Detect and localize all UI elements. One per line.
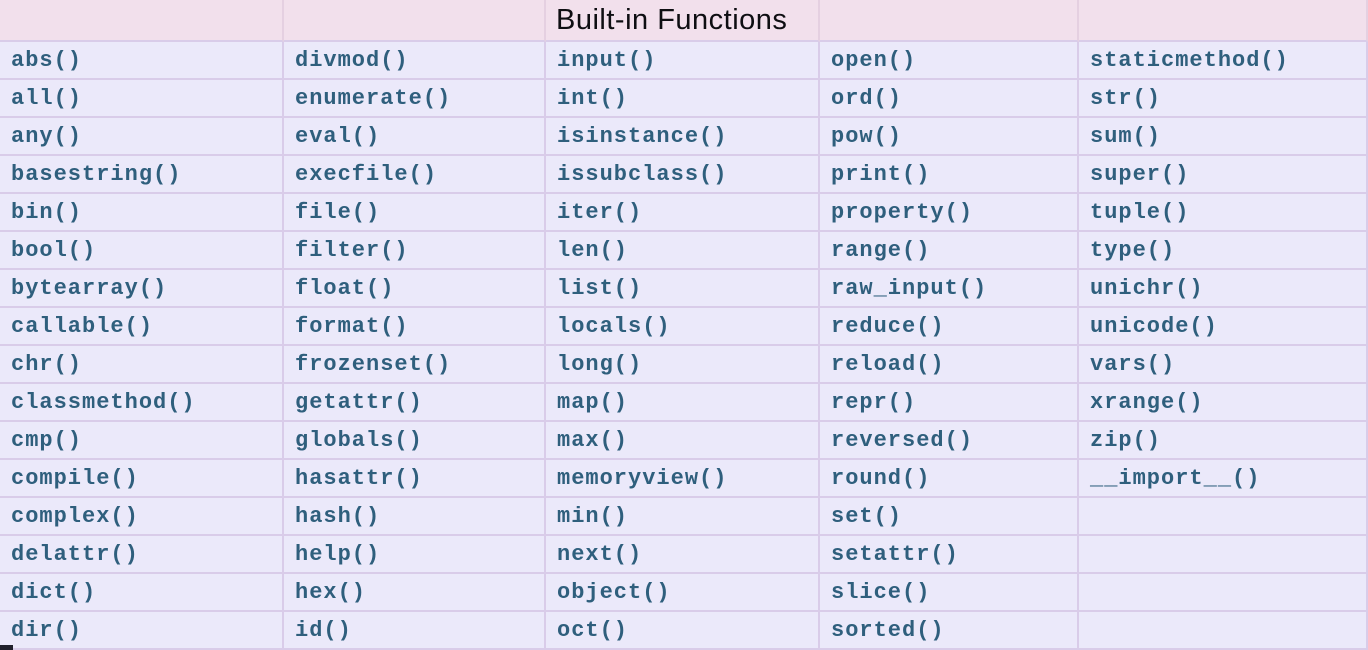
function-cell: range() <box>820 232 1079 270</box>
function-cell: unichr() <box>1079 270 1368 308</box>
function-cell: sorted() <box>820 612 1079 650</box>
function-cell: issubclass() <box>546 156 820 194</box>
function-cell: hash() <box>284 498 546 536</box>
bottom-left-dark-artifact <box>0 645 13 650</box>
function-cell: bin() <box>0 194 284 232</box>
function-cell: __import__() <box>1079 460 1368 498</box>
function-cell: complex() <box>0 498 284 536</box>
function-cell: set() <box>820 498 1079 536</box>
function-cell: int() <box>546 80 820 118</box>
function-cell: input() <box>546 42 820 80</box>
function-cell: bytearray() <box>0 270 284 308</box>
function-cell: reversed() <box>820 422 1079 460</box>
function-cell: sum() <box>1079 118 1368 156</box>
function-cell: hex() <box>284 574 546 612</box>
function-cell: frozenset() <box>284 346 546 384</box>
function-cell: len() <box>546 232 820 270</box>
function-cell: bool() <box>0 232 284 270</box>
function-cell: max() <box>546 422 820 460</box>
function-cell: raw_input() <box>820 270 1079 308</box>
function-cell: compile() <box>0 460 284 498</box>
function-cell: tuple() <box>1079 194 1368 232</box>
table-title: Built-in Functions <box>556 3 788 36</box>
function-cell: setattr() <box>820 536 1079 574</box>
function-cell: property() <box>820 194 1079 232</box>
function-cell: dict() <box>0 574 284 612</box>
function-cell: any() <box>0 118 284 156</box>
function-cell: callable() <box>0 308 284 346</box>
function-cell: eval() <box>284 118 546 156</box>
function-cell: zip() <box>1079 422 1368 460</box>
function-cell: globals() <box>284 422 546 460</box>
function-cell: divmod() <box>284 42 546 80</box>
function-cell: hasattr() <box>284 460 546 498</box>
function-cell: getattr() <box>284 384 546 422</box>
function-cell <box>1079 536 1368 574</box>
function-cell: reduce() <box>820 308 1079 346</box>
function-cell: help() <box>284 536 546 574</box>
function-cell: print() <box>820 156 1079 194</box>
function-cell: memoryview() <box>546 460 820 498</box>
header-cell-5 <box>1079 0 1368 42</box>
function-cell: super() <box>1079 156 1368 194</box>
function-cell: locals() <box>546 308 820 346</box>
function-cell: classmethod() <box>0 384 284 422</box>
function-cell: enumerate() <box>284 80 546 118</box>
function-cell: slice() <box>820 574 1079 612</box>
function-cell: abs() <box>0 42 284 80</box>
function-cell: id() <box>284 612 546 650</box>
function-cell: type() <box>1079 232 1368 270</box>
function-cell: vars() <box>1079 346 1368 384</box>
function-cell: map() <box>546 384 820 422</box>
function-cell: all() <box>0 80 284 118</box>
function-cell: staticmethod() <box>1079 42 1368 80</box>
function-cell: basestring() <box>0 156 284 194</box>
header-cell-1 <box>0 0 284 42</box>
function-cell: open() <box>820 42 1079 80</box>
function-cell: pow() <box>820 118 1079 156</box>
function-cell: repr() <box>820 384 1079 422</box>
function-cell: ord() <box>820 80 1079 118</box>
function-cell: object() <box>546 574 820 612</box>
header-cell-2 <box>284 0 546 42</box>
function-cell: unicode() <box>1079 308 1368 346</box>
function-cell: xrange() <box>1079 384 1368 422</box>
function-cell: filter() <box>284 232 546 270</box>
function-cell: isinstance() <box>546 118 820 156</box>
function-cell: delattr() <box>0 536 284 574</box>
function-cell: float() <box>284 270 546 308</box>
function-cell: cmp() <box>0 422 284 460</box>
function-cell: round() <box>820 460 1079 498</box>
function-cell: chr() <box>0 346 284 384</box>
function-cell: format() <box>284 308 546 346</box>
function-cell <box>1079 612 1368 650</box>
function-cell: dir() <box>0 612 284 650</box>
header-cell-4 <box>820 0 1079 42</box>
function-cell: reload() <box>820 346 1079 384</box>
function-cell: iter() <box>546 194 820 232</box>
function-cell: file() <box>284 194 546 232</box>
function-cell: oct() <box>546 612 820 650</box>
function-cell: min() <box>546 498 820 536</box>
function-cell: long() <box>546 346 820 384</box>
function-cell: list() <box>546 270 820 308</box>
function-cell: execfile() <box>284 156 546 194</box>
function-cell: next() <box>546 536 820 574</box>
function-cell <box>1079 498 1368 536</box>
function-cell: str() <box>1079 80 1368 118</box>
header-cell-title: Built-in Functions <box>546 0 820 42</box>
function-cell <box>1079 574 1368 612</box>
